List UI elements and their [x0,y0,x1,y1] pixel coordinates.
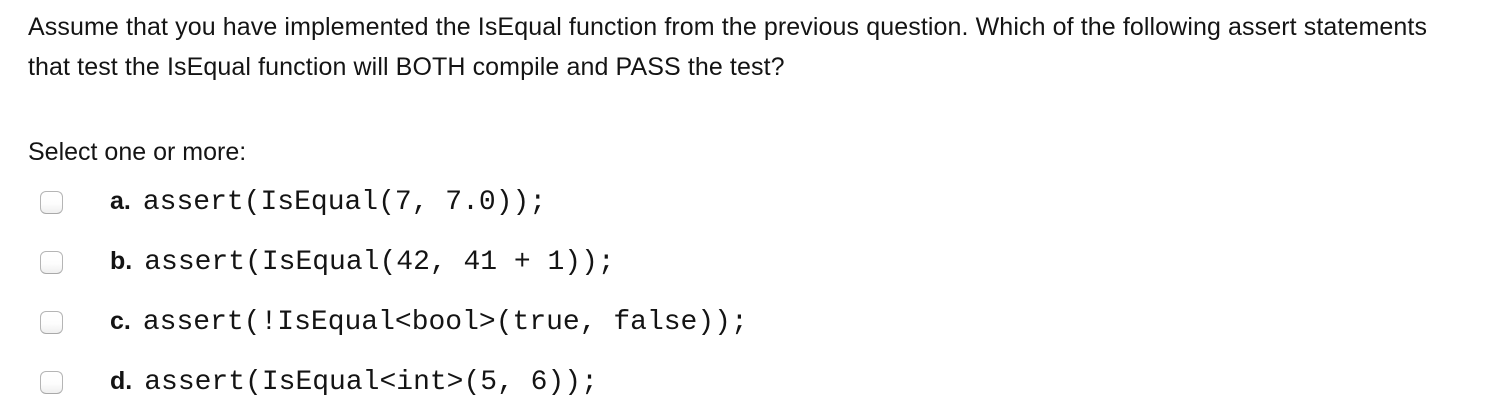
option-code: assert(IsEqual(42, 41 + 1)); [144,246,615,278]
option-code: assert(!IsEqual<bool>(true, false)); [142,306,748,338]
option-letter: a. [110,186,131,215]
select-prompt: Select one or more: [28,138,247,166]
option-d-label[interactable]: d. assert(IsEqual<int>(5, 6)); [110,367,598,398]
option-letter: c. [110,306,131,335]
option-c-checkbox[interactable] [40,310,63,334]
option-row-a: a. assert(IsEqual(7, 7.0)); [0,172,1488,232]
option-letter: b. [110,246,133,275]
question-text: Assume that you have implemented the IsE… [28,13,1428,81]
option-c-label[interactable]: c. assert(!IsEqual<bool>(true, false)); [110,307,748,338]
option-code: assert(IsEqual(7, 7.0)); [142,186,547,218]
option-row-b: b. assert(IsEqual(42, 41 + 1)); [0,232,1488,292]
option-row-d: d. assert(IsEqual<int>(5, 6)); [0,352,1488,412]
option-d-checkbox[interactable] [40,370,63,394]
option-b-label[interactable]: b. assert(IsEqual(42, 41 + 1)); [110,247,615,278]
option-letter: d. [110,366,133,395]
option-row-c: c. assert(!IsEqual<bool>(true, false)); [0,292,1488,352]
option-a-label[interactable]: a. assert(IsEqual(7, 7.0)); [110,187,546,218]
option-code: assert(IsEqual<int>(5, 6)); [144,366,598,398]
quiz-question: Assume that you have implemented the IsE… [0,7,1488,412]
options-list: a. assert(IsEqual(7, 7.0)); b. assert(Is… [0,172,1488,412]
option-b-checkbox[interactable] [40,250,63,274]
option-a-checkbox[interactable] [40,190,63,214]
